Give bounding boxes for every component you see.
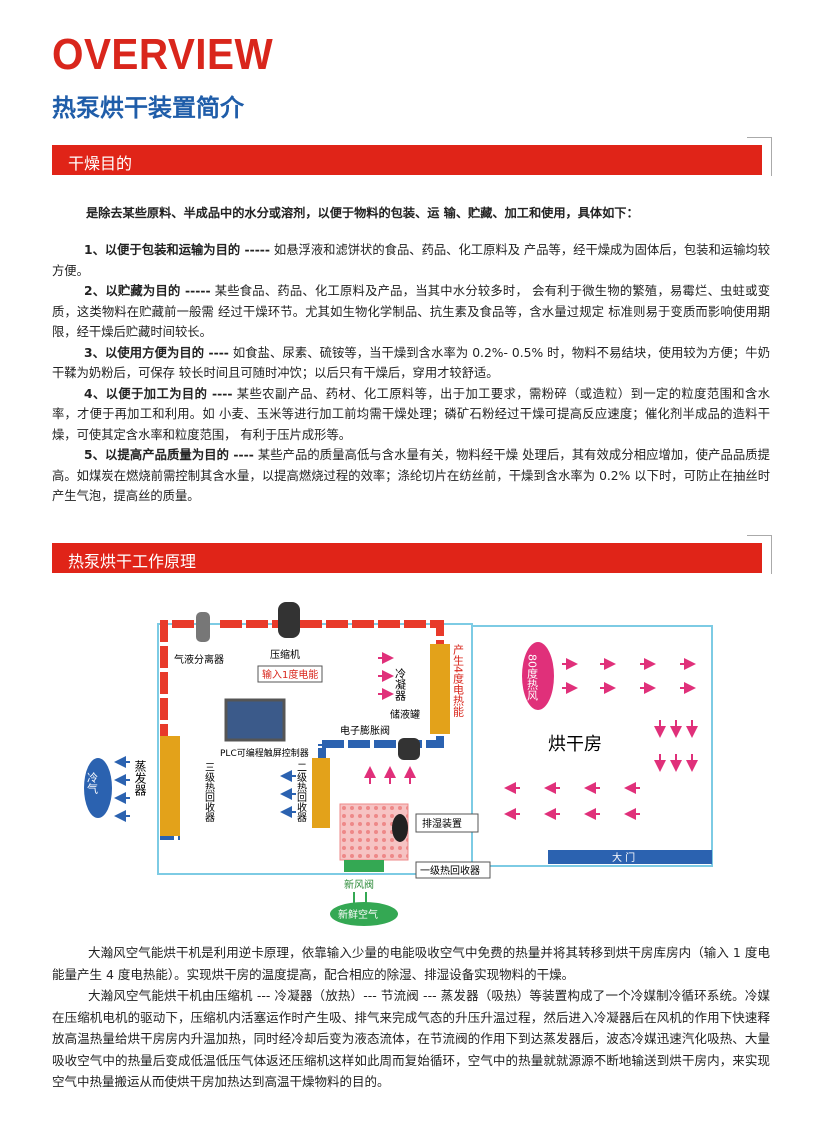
heat-output-label: 产生4度电热能 [452, 643, 465, 718]
plc-label: PLC可编程触屏控制器 [220, 747, 309, 759]
principle-para-2: 大瀚风空气能烘干机由压缩机 --- 冷凝器（放热）--- 节流阀 --- 蒸发器… [52, 988, 770, 1089]
dehumid-box [415, 813, 479, 833]
condenser-label: 冷凝器 [394, 668, 407, 702]
plc-screen [224, 698, 286, 742]
cold-air-badge [84, 758, 112, 818]
cold-air-arrows [114, 756, 130, 822]
section-title-purpose: 干燥目的 [68, 154, 133, 173]
recover2-coil [312, 758, 330, 828]
drying-room-label: 烘干房 [548, 734, 602, 755]
compressor-label: 压缩机 [270, 648, 300, 661]
section-bar-principle: 热泵烘干工作原理 [52, 535, 772, 574]
evaporator-label: 蒸发器 [133, 760, 147, 797]
pipe-red [160, 620, 444, 746]
purpose-intro: 是除去某些原料、半成品中的水分或溶剂，以便于物料的包装、运 输、贮藏、加工和使用… [86, 206, 639, 220]
page-subtitle: 热泵烘干装置简介 [52, 94, 244, 122]
purpose-item-4: 4、以便于加工为目的 ---- 某些农副产品、药材、化工原料等，出于加工要求，需… [52, 386, 770, 442]
heat-pump-diagram: 气液分离器 压缩机 输入1度电能 冷凝器 产生4度电热能 储液罐 电子膨胀阀 P… [84, 602, 713, 926]
hot-air-arrows-left [504, 782, 640, 820]
dehumid-label: 排湿装置 [422, 817, 462, 830]
cold-air-label: 冷气 [86, 772, 99, 794]
hot-wind-badge [522, 642, 554, 710]
section-title-principle: 热泵烘干工作原理 [68, 552, 197, 571]
purpose-item-2: 2、以贮藏为目的 ----- 某些食品、药品、化工原料及产品，当其中水分较多时，… [52, 284, 770, 339]
condenser-arrows [378, 652, 394, 700]
compressor-icon [278, 602, 300, 638]
recover1-label: 一级热回收器 [420, 864, 480, 877]
section-bar-purpose: 干燥目的 [52, 137, 772, 176]
hot-wind-label: 80度热风 [526, 654, 539, 701]
fan-icon [392, 814, 408, 842]
bar-frame [747, 535, 772, 574]
overview-heading: OVERVIEW [52, 30, 274, 79]
hot-air-arrows-right [562, 658, 696, 694]
door-label: 大 门 [612, 851, 635, 864]
power-label: 输入1度电能 [262, 668, 318, 681]
drying-room-outline [471, 625, 713, 867]
fresh-valve-slats [344, 860, 384, 872]
fresh-valve-label: 新风阀 [344, 878, 374, 891]
recover2-arrows [280, 770, 296, 818]
principle-para-1: 大瀚风空气能烘干机是利用逆卡原理，依靠输入少量的电能吸收空气中免费的热量并将其转… [52, 945, 770, 982]
recover1-box [415, 861, 491, 879]
fresh-air-badge [330, 902, 398, 926]
separator-icon [196, 612, 210, 642]
fresh-air-arrows [353, 892, 367, 904]
bar-frame [747, 137, 772, 176]
evaporator-coil [160, 736, 180, 836]
recover2-label: 二级热回收器 [295, 762, 307, 823]
hot-air-arrows-down [654, 720, 698, 772]
power-box [257, 665, 323, 683]
fresh-air-label: 新鲜空气 [338, 908, 378, 921]
receiver-label: 储液罐 [390, 708, 420, 721]
condenser-coil [430, 644, 450, 734]
purpose-list: 1、以便于包装和运输为目的 ----- 如悬浮液和滤饼状的食品、药品、化工原料及… [52, 240, 770, 507]
purpose-item-1: 1、以便于包装和运输为目的 ----- 如悬浮液和滤饼状的食品、药品、化工原料及… [52, 243, 770, 278]
purpose-item-3: 3、以使用方便为目的 ---- 如食盐、尿素、硫铵等，当干燥到含水率为 0.2%… [52, 345, 770, 381]
door-bar [548, 850, 712, 864]
recover3-label: 三级热回收器 [203, 762, 215, 823]
principle-description: 大瀚风空气能烘干机是利用逆卡原理，依靠输入少量的电能吸收空气中免费的热量并将其转… [52, 942, 770, 1093]
expansion-valve-label: 电子膨胀阀 [340, 724, 390, 737]
separator-label: 气液分离器 [174, 653, 224, 666]
purpose-item-5: 5、以提高产品质量为目的 ---- 某些产品的质量高低与含水量有关，物料经干燥 … [52, 448, 770, 503]
up-arrows [364, 766, 416, 784]
receiver-icon [398, 738, 420, 760]
